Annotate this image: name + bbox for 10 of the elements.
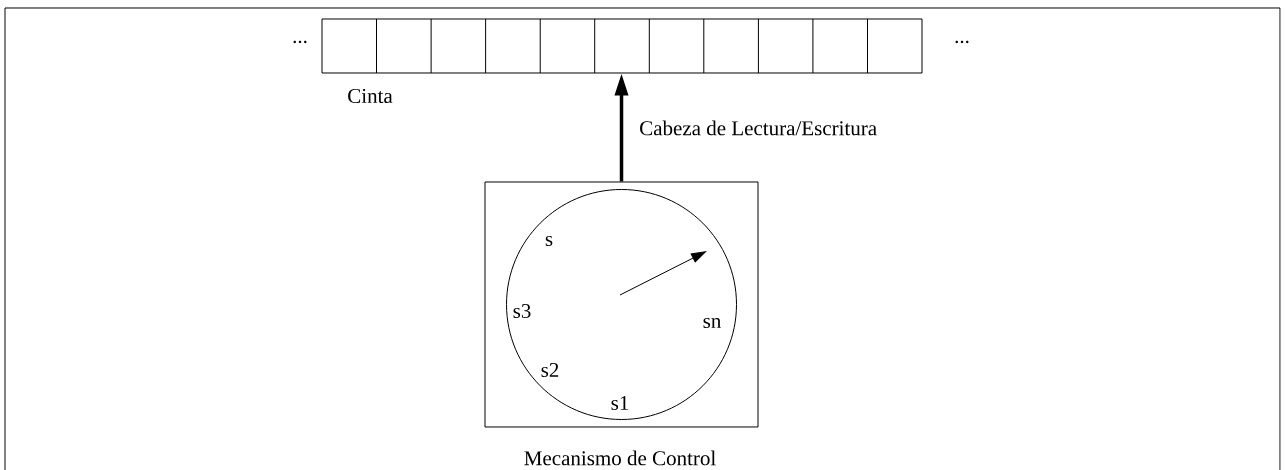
node-caption: Mecanismo de Control (524, 450, 716, 466)
node-caption: Cinta (348, 88, 393, 104)
state-label: sn (703, 317, 721, 329)
dial-circle (506, 189, 737, 420)
ellipsis: ... (955, 40, 969, 44)
state-label: s1 (611, 395, 629, 410)
edge-label: Cabeza de Lectura/Escritura (640, 120, 877, 136)
state-label: s3 (513, 303, 531, 319)
state-label: s (545, 235, 553, 247)
state-label: s2 (541, 362, 559, 378)
